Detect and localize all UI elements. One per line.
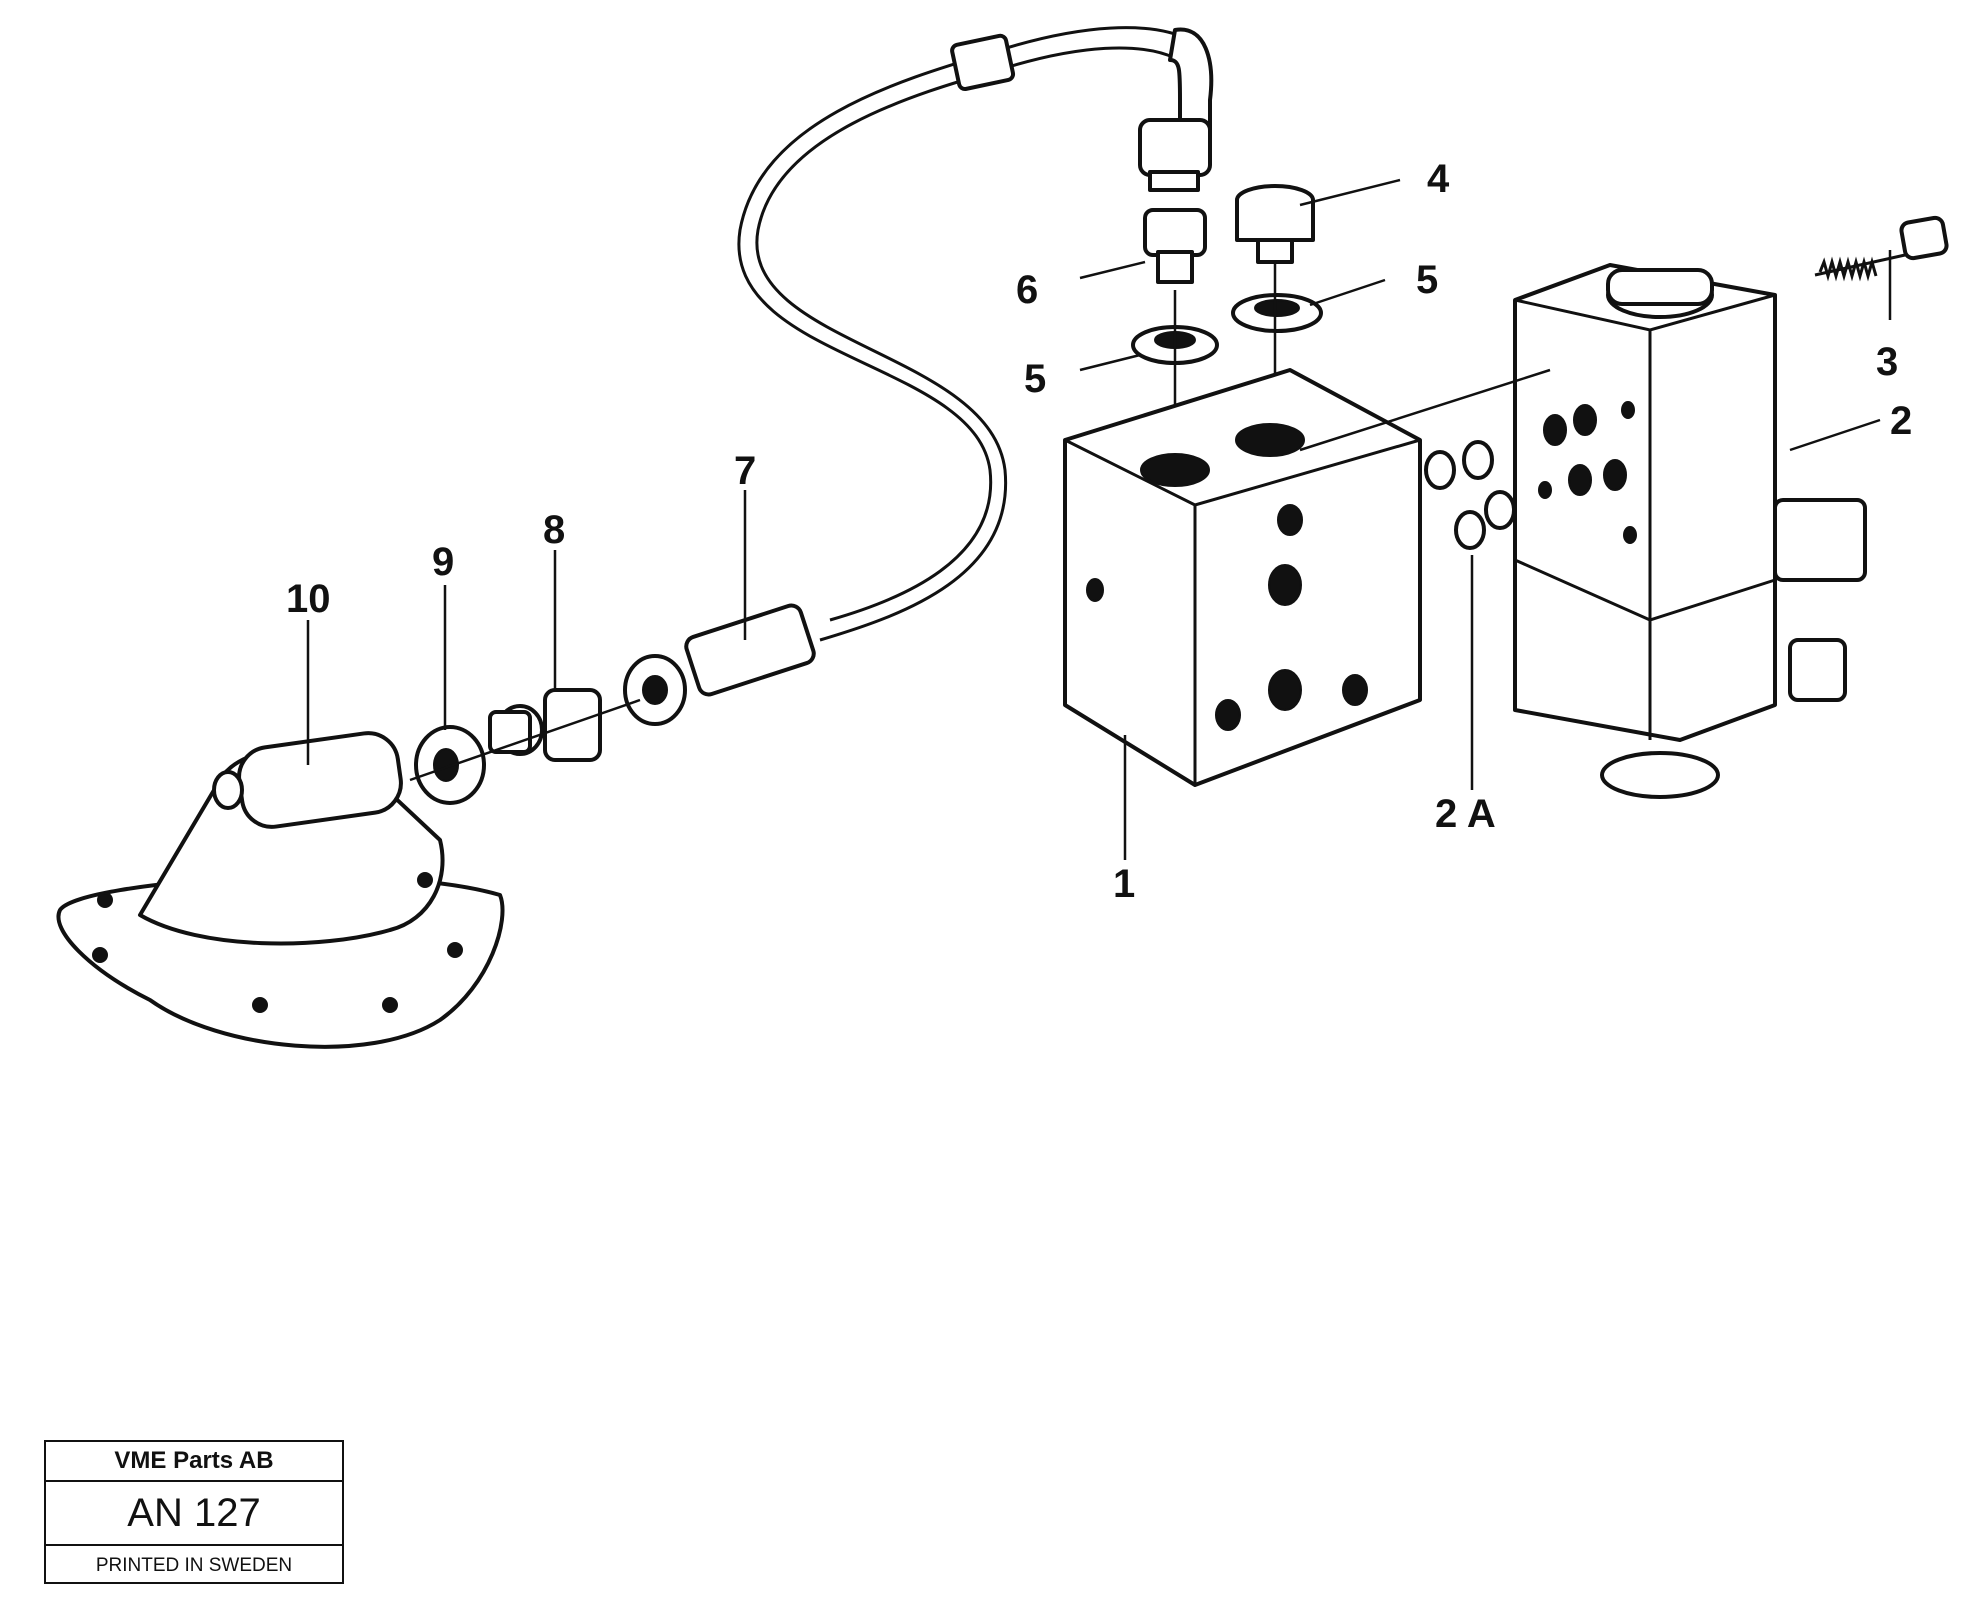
housing-part-10 (56, 731, 505, 1049)
o-rings-part-2a (1424, 440, 1516, 790)
solenoid-valve-part-2 (1299, 263, 1867, 799)
callout-10: 10 (286, 577, 331, 621)
document-number: AN 127 (46, 1482, 342, 1546)
callout-3: 3 (1876, 340, 1898, 384)
callout-6: 6 (1016, 268, 1038, 312)
hose-assembly (737, 26, 1214, 642)
valve-block-part-1 (1063, 368, 1422, 787)
bolt-part-3 (1814, 215, 1949, 282)
company-name: VME Parts AB (46, 1442, 342, 1482)
callout-9: 9 (432, 540, 454, 584)
callout-5-left: 5 (1024, 357, 1046, 401)
title-block: VME Parts AB AN 127 PRINTED IN SWEDEN (44, 1440, 344, 1584)
callout-2a: 2 A (1435, 792, 1496, 836)
callout-2: 2 (1890, 399, 1912, 443)
plug-part-4 (1235, 184, 1315, 264)
callout-1: 1 (1113, 862, 1135, 906)
callout-5-right: 5 (1416, 258, 1438, 302)
callout-4: 4 (1427, 157, 1450, 201)
fittings-parts-7-8-9 (409, 603, 816, 805)
printed-in-notice: PRINTED IN SWEDEN (95, 1555, 293, 1576)
callout-labels: 1 2 2 A 3 4 5 5 6 7 8 9 10 (286, 157, 1912, 906)
callout-8: 8 (543, 508, 565, 552)
leader-lines (306, 178, 1892, 860)
callout-7: 7 (734, 449, 756, 493)
